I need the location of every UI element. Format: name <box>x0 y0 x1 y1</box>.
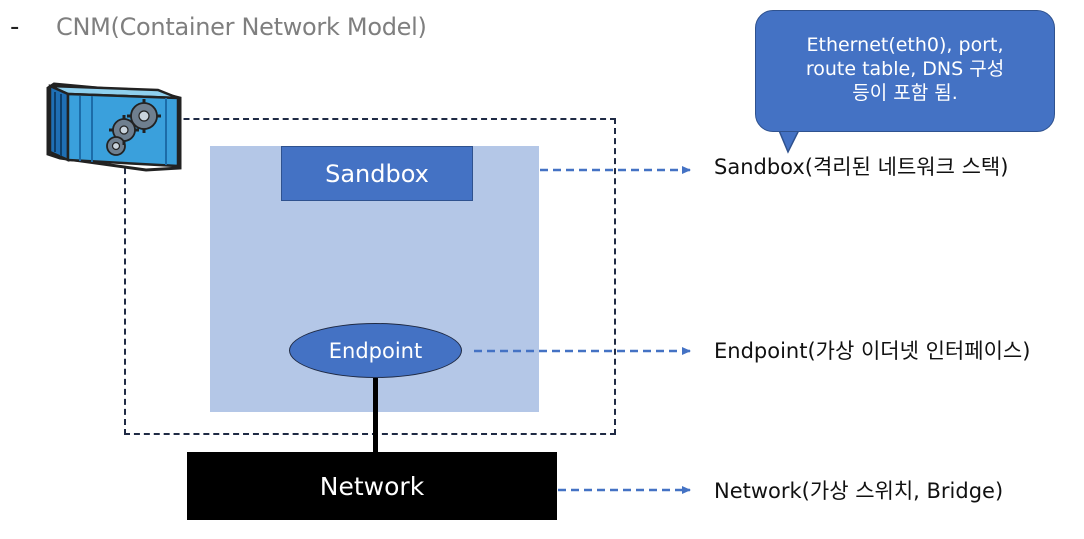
shipping-container-gears-icon <box>46 82 182 172</box>
endpoint-ellipse: Endpoint <box>289 323 462 378</box>
callout-bubble: Ethernet(eth0), port, route table, DNS 구… <box>755 10 1055 132</box>
container-boundary <box>124 118 616 435</box>
callout-line-1: Ethernet(eth0), port, <box>806 34 1004 56</box>
sandbox-box: Sandbox <box>281 146 473 201</box>
callout-line-2: route table, DNS 구성 <box>805 58 1005 80</box>
endpoint-annotation: Endpoint(가상 이더넷 인터페이스) <box>714 339 1031 363</box>
heading-bullet: - <box>10 12 20 42</box>
page-title: CNM(Container Network Model) <box>56 13 427 41</box>
network-annotation: Network(가상 스위치, Bridge) <box>714 479 1004 503</box>
callout-line-3: 등이 포함 됨. <box>852 82 958 104</box>
sandbox-annotation: Sandbox(격리된 네트워크 스택) <box>714 155 1009 179</box>
network-box: Network <box>187 452 557 520</box>
endpoint-network-link <box>373 378 378 452</box>
